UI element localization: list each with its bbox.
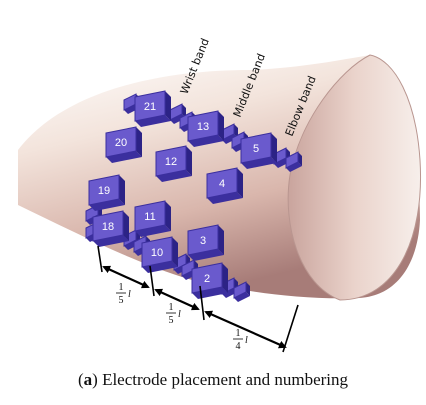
connector-pad xyxy=(233,281,250,302)
svg-text:l: l xyxy=(128,289,131,300)
tick-elbow xyxy=(199,285,205,321)
electrode-3: 3 xyxy=(187,224,224,261)
electrode-number: 20 xyxy=(115,137,127,149)
fraction-third: 1 4 l xyxy=(233,328,248,352)
electrode-20: 20 xyxy=(105,126,142,163)
electrode-5: 5 xyxy=(240,132,277,169)
electrode-19: 19 xyxy=(88,174,125,211)
electrode-number: 2 xyxy=(204,273,210,285)
fraction-first: 1 5 l xyxy=(116,282,131,306)
forearm-end xyxy=(287,54,422,301)
arrow-second xyxy=(154,288,200,311)
connector-pad xyxy=(285,151,302,172)
svg-text:5: 5 xyxy=(169,315,174,326)
electrode-11: 11 xyxy=(134,200,171,237)
electrode-number: 10 xyxy=(151,247,163,259)
tick-end xyxy=(282,304,299,353)
svg-text:1: 1 xyxy=(119,282,124,293)
svg-text:4: 4 xyxy=(236,341,241,352)
electrode-number: 19 xyxy=(98,185,110,197)
tick-wrist xyxy=(97,245,103,273)
spacing-dimensions: 1 5 l 1 5 l 1 4 l xyxy=(97,245,299,353)
tick-middle xyxy=(149,265,155,297)
electrode-21: 21 xyxy=(134,90,171,127)
electrode-number: 11 xyxy=(144,211,155,223)
electrode-13: 13 xyxy=(187,110,224,147)
electrode-number: 13 xyxy=(197,121,209,133)
electrode-number: 5 xyxy=(253,143,259,155)
electrode-number: 4 xyxy=(219,178,225,190)
electrode-number: 18 xyxy=(102,221,114,233)
electrode-4: 4 xyxy=(206,167,243,204)
electrode-10: 10 xyxy=(141,236,178,273)
arrow-third xyxy=(204,310,287,349)
fraction-second: 1 5 l xyxy=(166,302,181,326)
svg-text:1: 1 xyxy=(236,328,241,339)
electrode-number: 12 xyxy=(165,156,177,168)
electrode-18: 18 xyxy=(92,210,129,247)
caption-letter: a xyxy=(83,370,93,389)
electrode-array: 21 13 5 20 12 4 19 11 3 18 10 2 xyxy=(85,90,302,302)
electrode-2: 2 xyxy=(191,262,228,299)
electrode-number: 21 xyxy=(144,101,156,113)
arrow-first xyxy=(102,265,150,289)
svg-text:l: l xyxy=(245,335,248,346)
figure-caption: (a) Electrode placement and numbering xyxy=(77,370,348,389)
svg-text:l: l xyxy=(178,309,181,320)
svg-text:5: 5 xyxy=(119,295,124,306)
electrode-12: 12 xyxy=(155,145,192,182)
svg-text:1: 1 xyxy=(169,302,174,313)
electrode-number: 3 xyxy=(200,235,206,247)
